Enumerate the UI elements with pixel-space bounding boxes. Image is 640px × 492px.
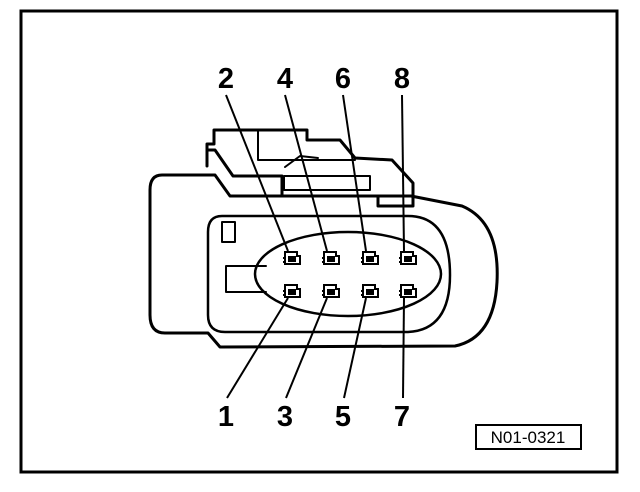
leader-line-4 — [284, 94, 328, 252]
connector-housing — [148, 128, 499, 349]
pin-label-1: 1 — [218, 401, 234, 433]
leader-line-1 — [226, 297, 289, 399]
latch-inner-line — [283, 175, 371, 191]
pin-label-3: 3 — [277, 401, 293, 433]
pin-contact-1 — [283, 284, 301, 298]
pin-contact-3 — [322, 284, 340, 298]
pin-label-4: 4 — [277, 63, 293, 95]
outer-frame — [19, 9, 619, 474]
leader-line-2 — [225, 94, 289, 252]
reference-code: N01-0321 — [491, 428, 566, 447]
pin-contact-8 — [399, 251, 417, 265]
latch-step-line — [257, 129, 356, 161]
pin-label-5: 5 — [335, 401, 351, 433]
pin-label-6: 6 — [335, 63, 351, 95]
pin-contact-5 — [361, 284, 379, 298]
leader-line-6 — [342, 94, 367, 252]
pin-contacts — [283, 251, 417, 298]
pin-contact-2 — [283, 251, 301, 265]
face-side-rib — [221, 221, 236, 243]
leader-line-5 — [343, 297, 367, 399]
pin-label-7: 7 — [394, 401, 410, 433]
pin-contact-7 — [399, 284, 417, 298]
pin-contact-6 — [361, 251, 379, 265]
pin-cavity-oval — [253, 230, 443, 318]
reference-box: N01-0321 — [475, 424, 582, 450]
pin-label-8: 8 — [394, 63, 410, 95]
pin-contact-4 — [322, 251, 340, 265]
pin-label-2: 2 — [218, 63, 234, 95]
leader-line-8 — [401, 94, 405, 252]
pin-labels: 2 4 6 8 1 3 5 7 — [218, 63, 410, 433]
connector-face — [206, 214, 452, 334]
housing-body — [148, 173, 499, 349]
leader-lines — [225, 94, 405, 399]
latch-mark — [284, 155, 319, 168]
leader-line-7 — [402, 297, 405, 399]
face-inner-wall — [225, 265, 267, 293]
leader-line-3 — [285, 297, 328, 399]
